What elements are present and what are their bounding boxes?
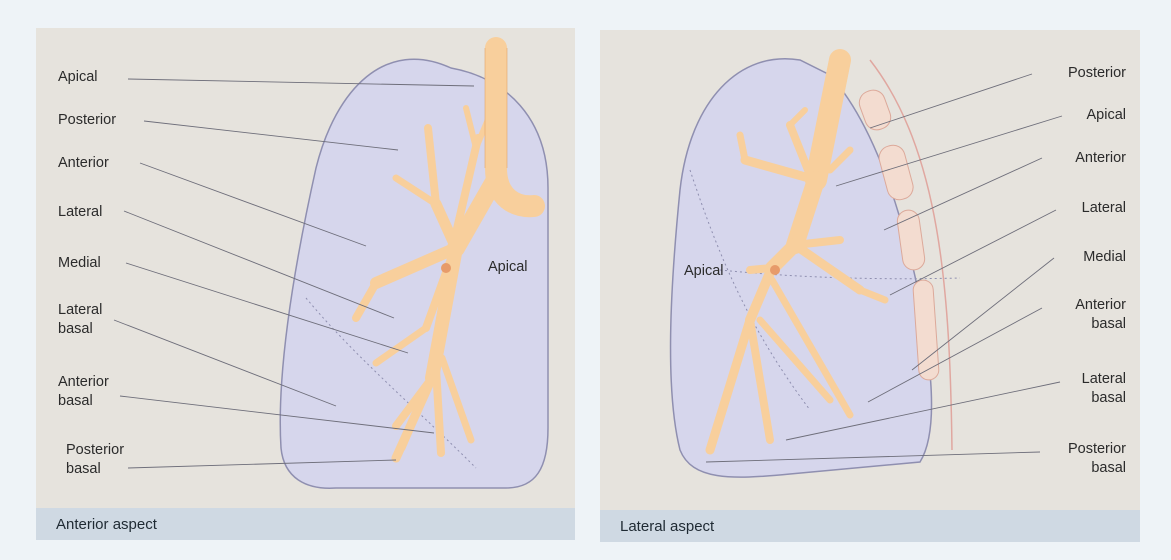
label-medial: Medial bbox=[58, 254, 101, 273]
hilum-dot bbox=[770, 265, 780, 275]
label-lateral: Lateral bbox=[58, 203, 102, 222]
label-posterior-basal: Posterior basal bbox=[1068, 440, 1126, 478]
label-lateral-basal: Lateral basal bbox=[58, 301, 102, 339]
label-apical-lower: Apical bbox=[488, 258, 528, 277]
label-posterior-basal: Posterior basal bbox=[66, 441, 124, 479]
label-anterior-basal: Anterior basal bbox=[58, 373, 109, 411]
lateral-lung-diagram bbox=[600, 30, 1140, 542]
lateral-aspect-panel: Posterior Apical Anterior Lateral Medial… bbox=[600, 30, 1140, 542]
anterior-aspect-panel: Apical Posterior Anterior Lateral Medial… bbox=[36, 28, 575, 540]
label-apical: Apical bbox=[58, 68, 98, 87]
caption-anterior-aspect: Anterior aspect bbox=[56, 516, 157, 533]
label-lateral-basal: Lateral basal bbox=[1082, 370, 1126, 408]
label-apical-lower: Apical bbox=[684, 262, 724, 281]
label-posterior: Posterior bbox=[58, 111, 116, 130]
caption-lateral-aspect: Lateral aspect bbox=[620, 518, 714, 535]
label-posterior: Posterior bbox=[1068, 64, 1126, 83]
label-anterior-basal: Anterior basal bbox=[1075, 296, 1126, 334]
label-apical: Apical bbox=[1087, 106, 1127, 125]
label-anterior: Anterior bbox=[1075, 149, 1126, 168]
label-lateral: Lateral bbox=[1082, 199, 1126, 218]
label-medial: Medial bbox=[1083, 248, 1126, 267]
label-anterior: Anterior bbox=[58, 154, 109, 173]
hilum-dot bbox=[441, 263, 451, 273]
